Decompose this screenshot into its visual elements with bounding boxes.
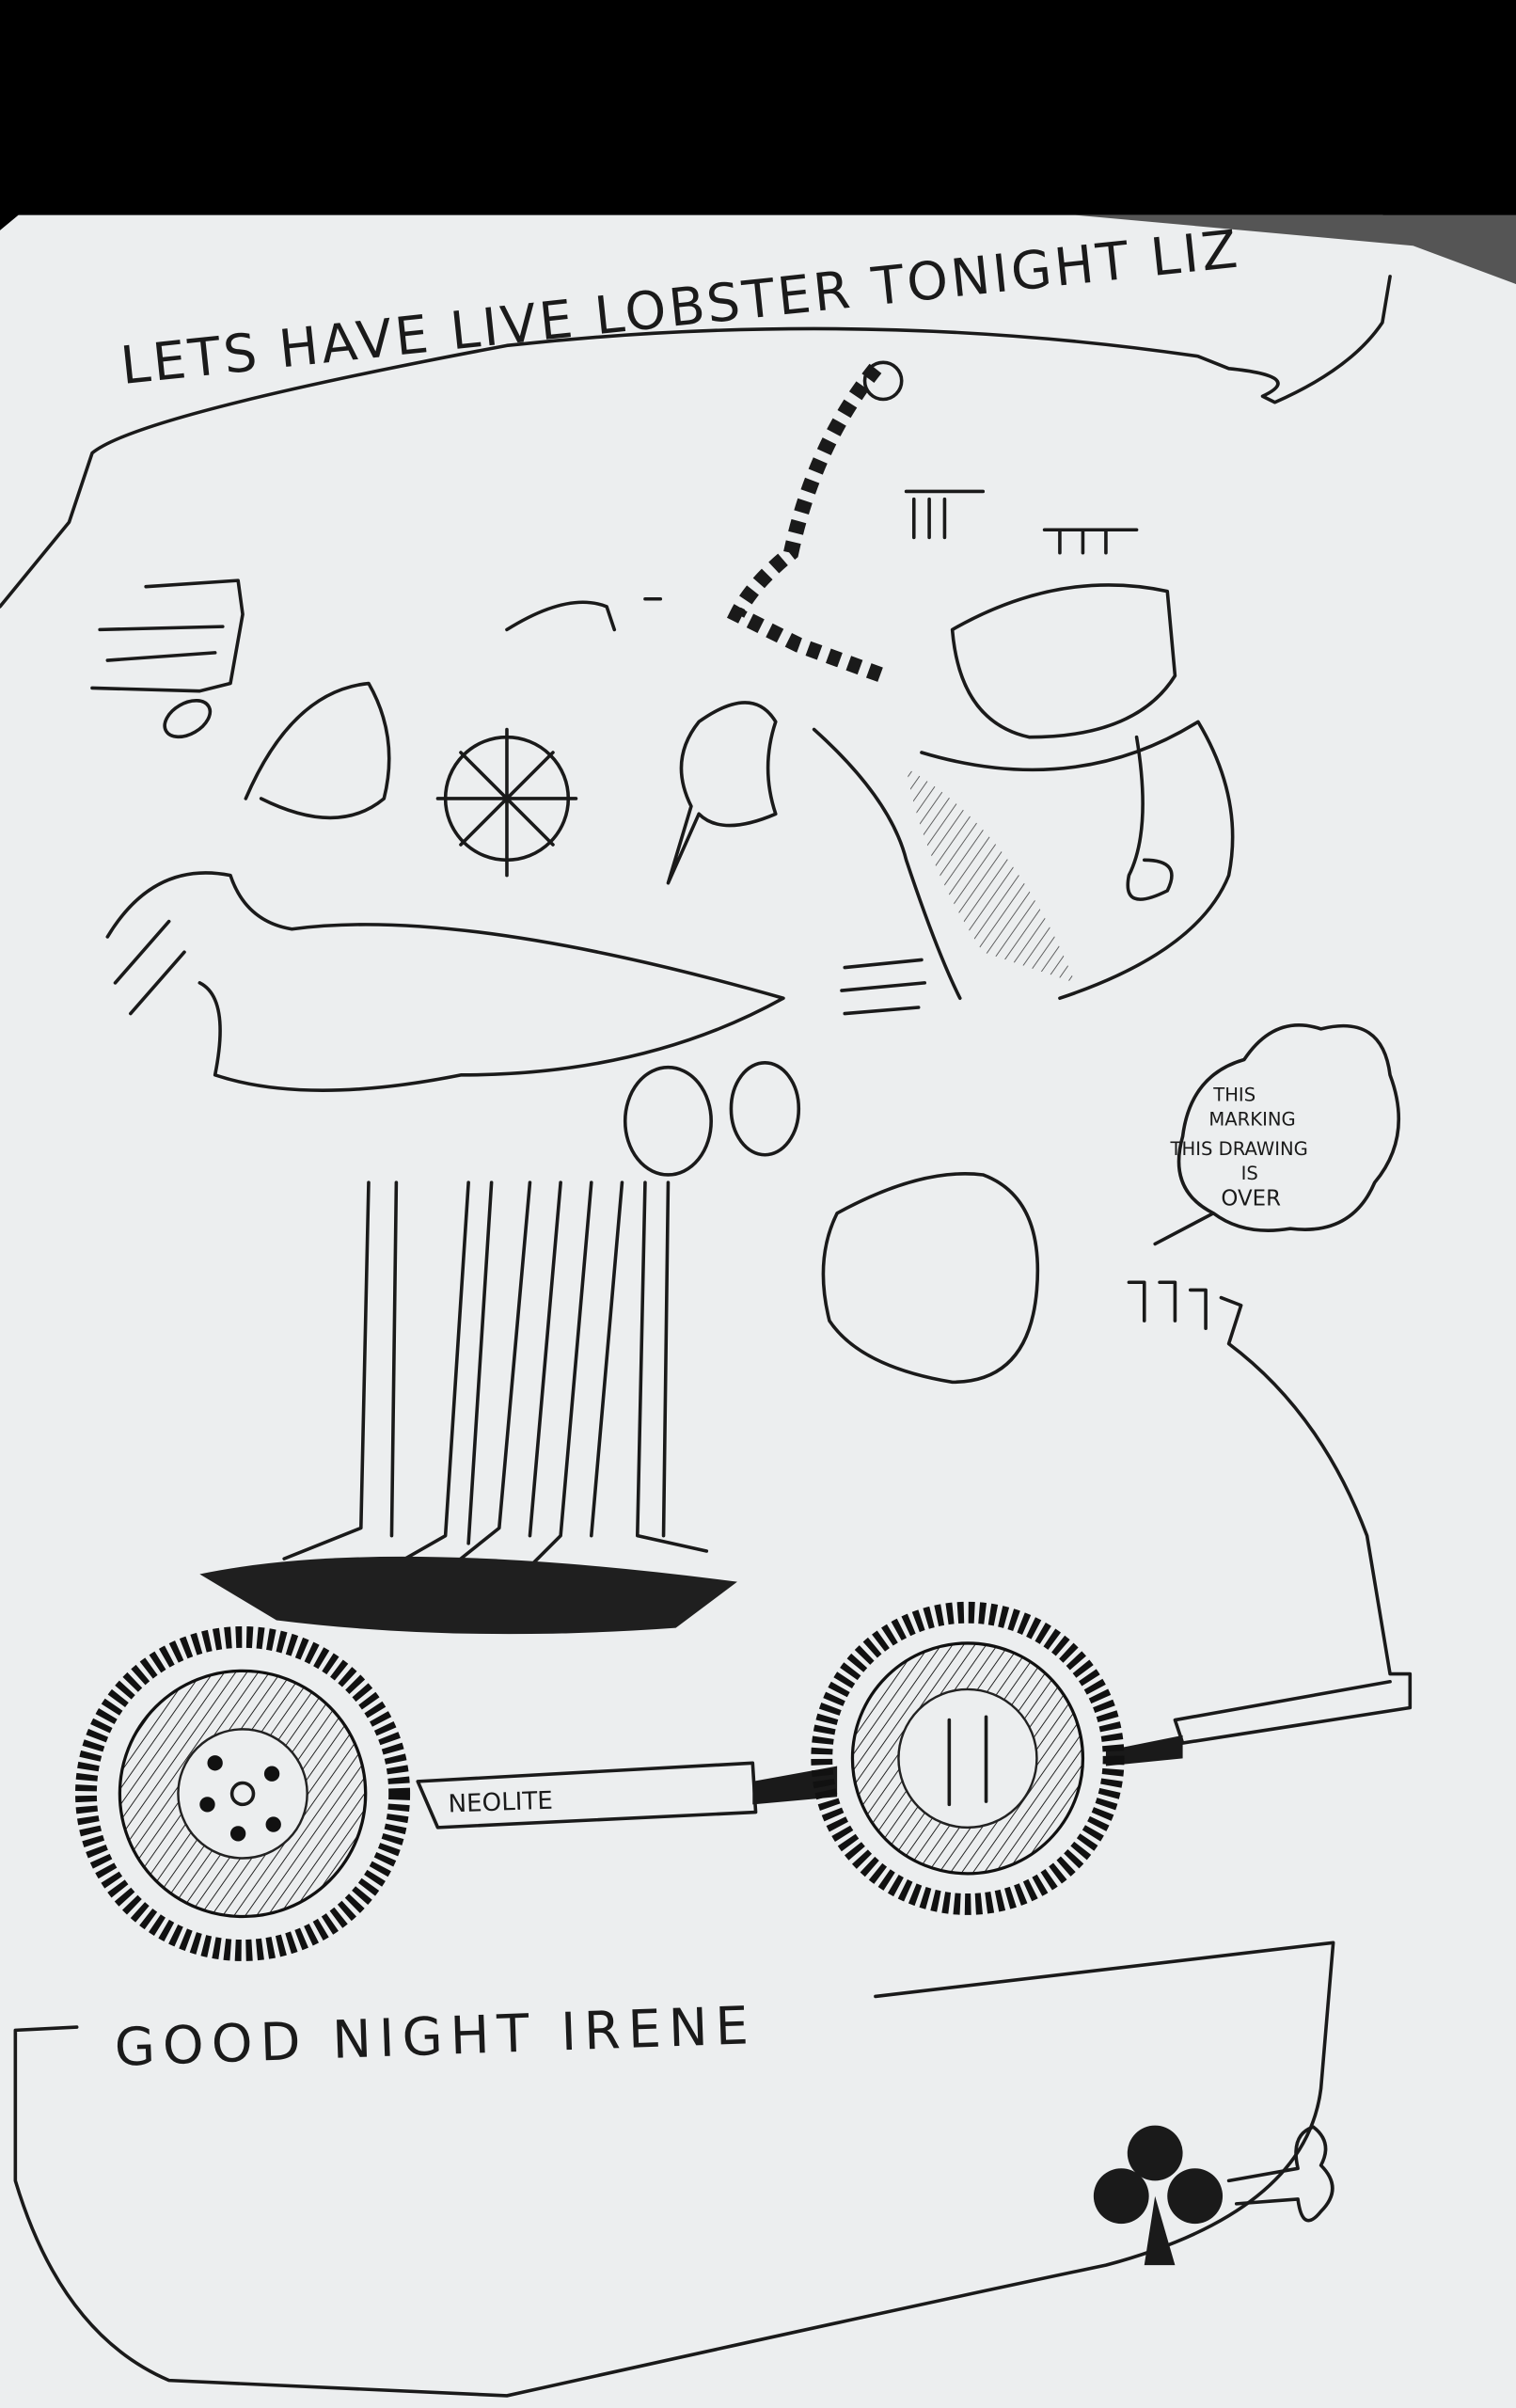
speech-bubble: THIS MARKING THIS DRAWING IS OVER: [1153, 1023, 1400, 1246]
paper-page: [0, 214, 1516, 2408]
fuzzy-blob-sketch: [821, 1172, 1040, 1385]
page-shadow: [1075, 214, 1516, 285]
creature-sketches: [244, 596, 778, 885]
club-and-bone-sketch: [1093, 2125, 1334, 2266]
hand-sketch: [90, 578, 245, 739]
vehicle-sketch: NEOLITE: [75, 1280, 1413, 1961]
striped-tail-sketch: [726, 360, 904, 684]
bubble-line-5: OVER: [1221, 1187, 1281, 1212]
bubble-line-4: IS: [1241, 1163, 1258, 1184]
right-wheel: [811, 1601, 1125, 1915]
bubble-line-2: MARKING: [1208, 1109, 1295, 1131]
left-wheel: [75, 1625, 411, 1961]
bubble-line-1: THIS: [1212, 1085, 1255, 1106]
vehicle-label: NEOLITE: [448, 1787, 553, 1819]
long-legged-creature: [105, 871, 801, 1635]
bubble-line-3: THIS DRAWING: [1170, 1138, 1308, 1160]
cauldron-sketch: [812, 489, 1235, 1016]
